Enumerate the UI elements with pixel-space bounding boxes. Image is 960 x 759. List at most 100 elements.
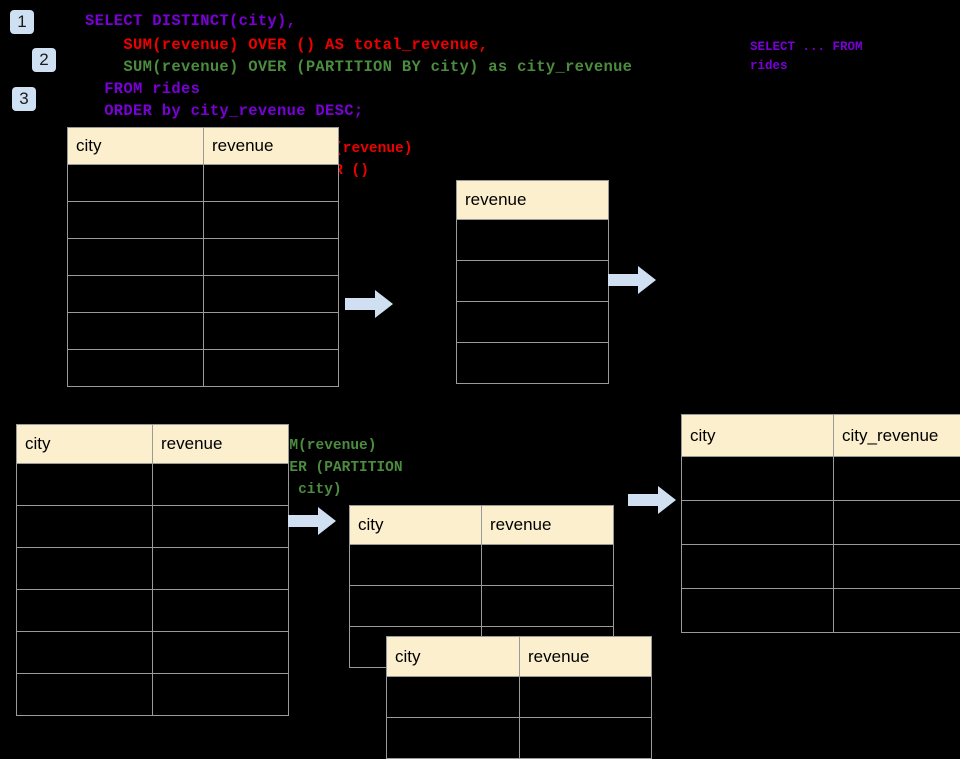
- cell-city: [17, 590, 153, 632]
- column-header-revenue: revenue: [520, 637, 652, 677]
- table-row: [682, 457, 960, 501]
- sql-line-order-by: ORDER by city_revenue DESC;: [85, 101, 363, 123]
- sql-line-select-distinct: SELECT DISTINCT(city),: [85, 11, 296, 33]
- column-header-city: city: [350, 506, 482, 545]
- table-row: [387, 718, 652, 759]
- cell-city: [682, 457, 834, 501]
- step-badge-2: 2: [32, 48, 56, 72]
- side-note-rides: rides: [750, 57, 788, 76]
- side-note-select-from: SELECT ... FROM: [750, 38, 863, 57]
- cell-city: [68, 165, 204, 202]
- arrow-source-to-total-icon: [345, 289, 393, 319]
- cell-revenue: [457, 220, 609, 261]
- table-row: [68, 165, 339, 202]
- table-row: [457, 261, 609, 302]
- cell-revenue: [482, 586, 614, 627]
- table-row: [350, 586, 614, 627]
- column-header-city: city: [682, 415, 834, 457]
- cell-revenue: [457, 302, 609, 343]
- cell-revenue: [153, 506, 289, 548]
- step-badge-1: 1: [10, 10, 34, 34]
- table-row: [350, 545, 614, 586]
- cell-city: [682, 545, 834, 589]
- cell-revenue: [153, 674, 289, 716]
- table-total-revenue: revenue: [456, 180, 609, 384]
- cell-revenue: [204, 276, 339, 313]
- column-header-city-revenue: city_revenue: [834, 415, 960, 457]
- table-row: [682, 545, 960, 589]
- cell-revenue: [204, 202, 339, 239]
- cell-city: [682, 501, 834, 545]
- cell-city: [68, 276, 204, 313]
- cell-revenue: [204, 350, 339, 387]
- cell-revenue: [482, 545, 614, 586]
- arrow-total-to-result-icon: [608, 265, 656, 295]
- column-header-revenue: revenue: [482, 506, 614, 545]
- cell-city: [387, 677, 520, 718]
- cell-city: [17, 674, 153, 716]
- cell-city: [17, 632, 153, 674]
- table-row: [68, 276, 339, 313]
- cell-city: [68, 313, 204, 350]
- sql-line-from-rides: FROM rides: [85, 79, 200, 101]
- table-header-row: city revenue: [17, 425, 289, 464]
- table-rides-source-bottom: city revenue: [16, 424, 289, 716]
- sql-line-city-revenue: SUM(revenue) OVER (PARTITION BY city) as…: [85, 57, 632, 79]
- table-row: [17, 632, 289, 674]
- cell-city: [350, 586, 482, 627]
- column-header-city: city: [68, 128, 204, 165]
- column-header-revenue: revenue: [153, 425, 289, 464]
- cell-city: [68, 239, 204, 276]
- cell-revenue: [204, 313, 339, 350]
- table-row: [68, 239, 339, 276]
- diagram-canvas: 1 2 3 SELECT DISTINCT(city), SUM(revenue…: [0, 0, 960, 720]
- table-row: [17, 590, 289, 632]
- cell-city-revenue: [834, 501, 960, 545]
- table-row: [457, 302, 609, 343]
- table-header-row: city city_revenue: [682, 415, 960, 457]
- cell-revenue: [520, 677, 652, 718]
- table-row: [17, 674, 289, 716]
- table-row: [68, 313, 339, 350]
- table-header-row: city revenue: [387, 637, 652, 677]
- column-header-city: city: [17, 425, 153, 464]
- cell-city: [17, 464, 153, 506]
- cell-revenue: [204, 239, 339, 276]
- table-city-revenue-result: city city_revenue: [681, 414, 960, 633]
- cell-revenue: [153, 464, 289, 506]
- cell-revenue: [153, 548, 289, 590]
- table-row: [387, 677, 652, 718]
- cell-city-revenue: [834, 457, 960, 501]
- arrow-partition-to-result-icon: [628, 485, 676, 515]
- cell-city: [68, 350, 204, 387]
- table-row: [68, 202, 339, 239]
- cell-city: [387, 718, 520, 759]
- cell-city: [682, 589, 834, 633]
- cell-city: [17, 506, 153, 548]
- table-row: [682, 589, 960, 633]
- table-header-row: city revenue: [68, 128, 339, 165]
- table-row: [17, 464, 289, 506]
- table-header-row: revenue: [457, 181, 609, 220]
- arrow-source-to-partition-icon: [288, 506, 336, 536]
- table-header-row: city revenue: [350, 506, 614, 545]
- cell-city-revenue: [834, 545, 960, 589]
- cell-city: [350, 545, 482, 586]
- cell-revenue: [153, 632, 289, 674]
- cell-city: [17, 548, 153, 590]
- step-badge-3: 3: [12, 87, 36, 111]
- cell-city-revenue: [834, 589, 960, 633]
- table-row: [457, 343, 609, 384]
- table-row: [682, 501, 960, 545]
- sql-line-total-revenue: SUM(revenue) OVER () AS total_revenue,: [85, 35, 488, 57]
- column-header-city: city: [387, 637, 520, 677]
- annotation-city-revenue-line2: OVER (PARTITION: [272, 457, 403, 479]
- cell-revenue: [204, 165, 339, 202]
- table-partition-group-front: city revenue: [386, 636, 652, 759]
- cell-city: [68, 202, 204, 239]
- cell-revenue: [457, 261, 609, 302]
- table-row: [68, 350, 339, 387]
- table-row: [17, 506, 289, 548]
- table-rides-source-top: city revenue: [67, 127, 339, 387]
- cell-revenue: [520, 718, 652, 759]
